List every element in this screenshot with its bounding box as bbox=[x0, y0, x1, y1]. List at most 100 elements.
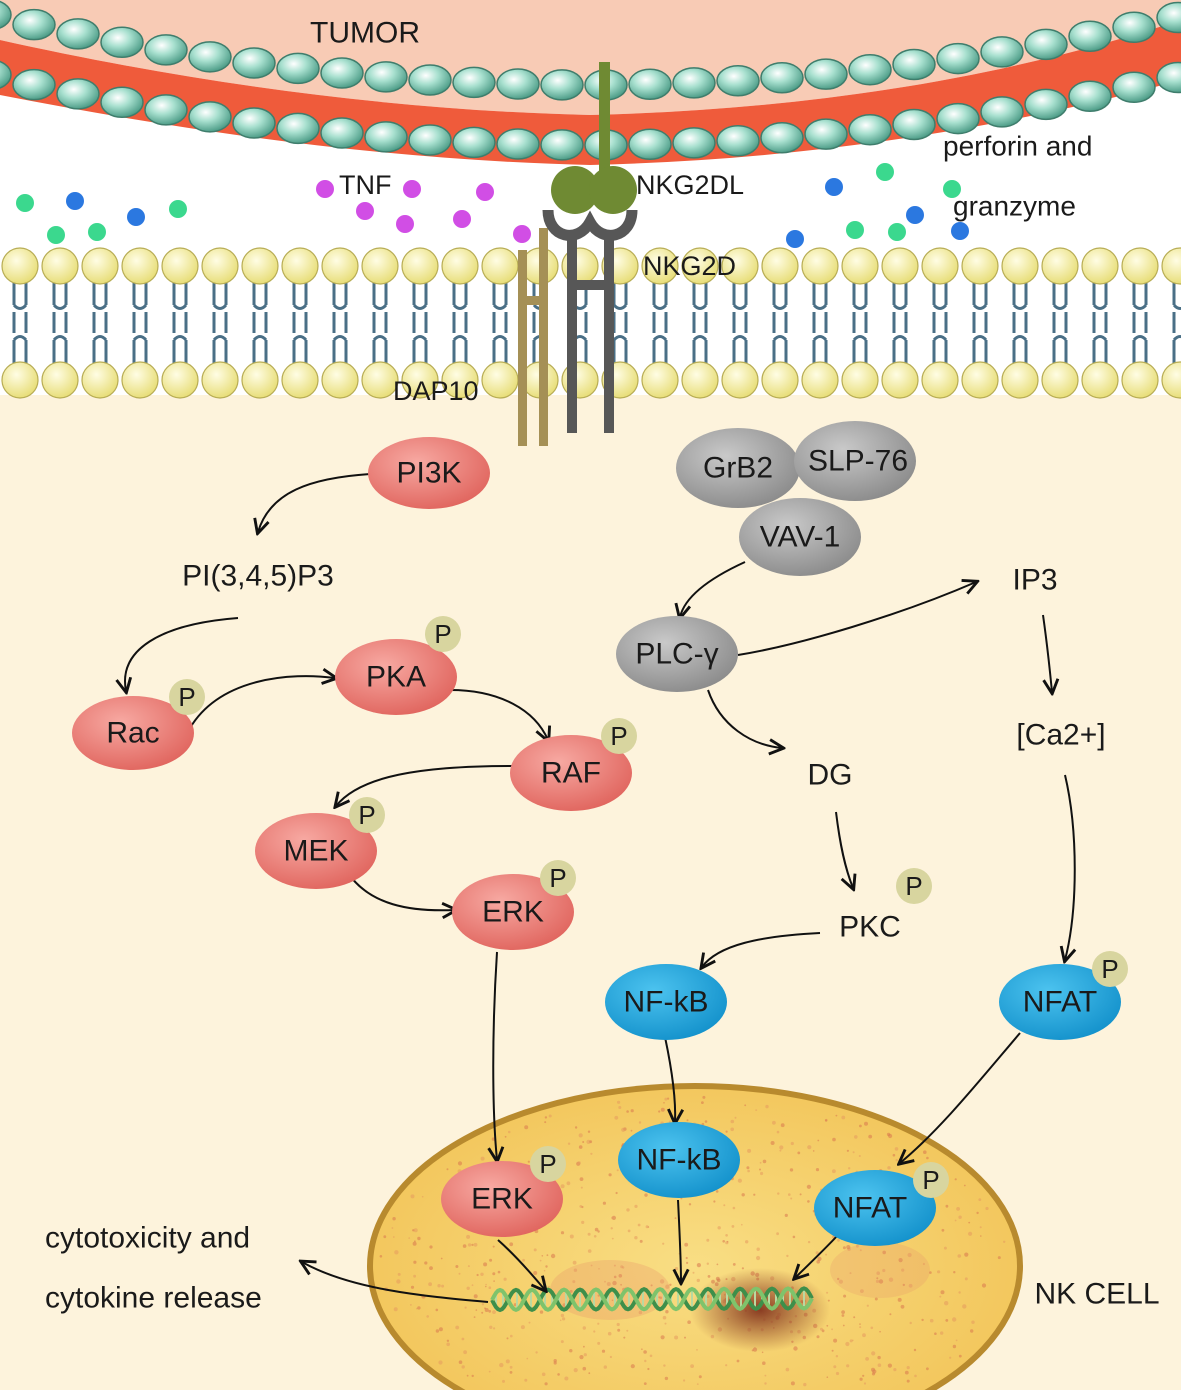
dap10-label: DAP10 bbox=[393, 376, 479, 406]
lipid-head bbox=[321, 247, 359, 285]
membrane-bead bbox=[56, 78, 100, 110]
membrane-bead bbox=[936, 102, 980, 135]
node-rac-label: Rac bbox=[106, 717, 159, 750]
perforin-label-line1: perforin and bbox=[943, 131, 1092, 162]
membrane-bead bbox=[628, 128, 672, 161]
node-grb2: GrB2 bbox=[676, 428, 800, 508]
membrane-bead bbox=[188, 41, 232, 73]
membrane-bead bbox=[1156, 61, 1181, 94]
node-vav1: VAV-1 bbox=[739, 498, 861, 576]
tnf-molecules bbox=[316, 180, 531, 243]
node-pi3k-label: PI3K bbox=[396, 457, 461, 490]
node-erk-nucleus-label: ERK bbox=[471, 1183, 533, 1216]
dap10-receptor bbox=[518, 228, 548, 446]
arrow-nfkb-nfkb-nucleus bbox=[664, 1036, 675, 1122]
node-nfat-label: NFAT bbox=[1023, 986, 1097, 1019]
membrane-bead bbox=[232, 107, 276, 139]
node-nfkb-label: NF-kB bbox=[624, 986, 709, 1019]
lipid-head bbox=[1121, 247, 1159, 285]
lipid-head bbox=[641, 361, 679, 399]
lipid-head bbox=[921, 247, 959, 285]
lipid-head bbox=[121, 247, 159, 285]
cytotoxicity-label-line2: cytokine release bbox=[45, 1282, 262, 1315]
tnf-dot bbox=[453, 210, 471, 228]
phospho-label: P bbox=[905, 871, 922, 901]
lipid-head bbox=[801, 361, 839, 399]
phospho-label: P bbox=[434, 619, 451, 649]
arrow-pi3k-pip3 bbox=[258, 473, 371, 532]
tnf-dot bbox=[403, 180, 421, 198]
arrow-ip3-ca2 bbox=[1042, 614, 1052, 692]
membrane-bead bbox=[364, 121, 408, 153]
granule-blue bbox=[786, 230, 804, 248]
nk-cell-label: NK CELL bbox=[1034, 1278, 1159, 1311]
phospho-badge bbox=[530, 1146, 566, 1182]
lipid-head bbox=[881, 361, 919, 399]
nkg2dl-ligand bbox=[551, 62, 637, 214]
node-plc-gamma: PLC-γ bbox=[616, 616, 738, 692]
node-slp76: SLP-76 bbox=[794, 421, 916, 501]
lipid-head bbox=[1081, 361, 1119, 399]
phospho-label: P bbox=[922, 1165, 939, 1195]
lipid-head bbox=[321, 361, 359, 399]
lipid-head bbox=[1001, 247, 1039, 285]
nkg2d-label: NKG2D bbox=[643, 251, 736, 281]
lipid-head bbox=[41, 361, 79, 399]
node-nfat-cytoplasm: NFAT P bbox=[999, 951, 1128, 1040]
membrane-bead bbox=[980, 96, 1024, 128]
phospho-badge bbox=[913, 1162, 949, 1198]
lipid-head bbox=[401, 247, 439, 285]
lipid-head bbox=[1, 247, 39, 285]
membrane-bead bbox=[1024, 88, 1068, 121]
nkg2dl-label: NKG2DL bbox=[636, 170, 744, 200]
dg-label: DG bbox=[808, 759, 853, 792]
granule-green bbox=[846, 221, 864, 239]
lipid-head bbox=[161, 247, 199, 285]
perforin-label-line2: granzyme bbox=[953, 191, 1076, 222]
membrane-bead bbox=[804, 118, 848, 150]
granule-green bbox=[88, 223, 106, 241]
arrow-vav1-plcg bbox=[680, 561, 746, 617]
tumor-label: TUMOR bbox=[310, 17, 420, 50]
phospho-badge bbox=[601, 718, 637, 754]
lipid-head bbox=[361, 361, 399, 399]
granule-green bbox=[169, 200, 187, 218]
tumor-membrane-beads bbox=[0, 0, 1181, 161]
lipid-head bbox=[1121, 361, 1159, 399]
membrane-bead bbox=[12, 8, 56, 41]
membrane-bead bbox=[848, 113, 892, 146]
node-nfkb-cytoplasm: NF-kB bbox=[605, 964, 727, 1040]
phospho-label: P bbox=[610, 721, 627, 751]
lipid-head bbox=[1161, 361, 1181, 399]
membrane-bead bbox=[276, 112, 320, 145]
lipid-head bbox=[921, 361, 959, 399]
membrane-bead bbox=[1156, 1, 1181, 34]
granule-blue bbox=[127, 208, 145, 226]
lipid-head bbox=[481, 247, 519, 285]
node-nfkb-nucleus-label: NF-kB bbox=[637, 1144, 722, 1177]
phospho-label: P bbox=[539, 1149, 556, 1179]
membrane-bead bbox=[716, 124, 760, 157]
phospho-badge bbox=[425, 616, 461, 652]
lipid-head bbox=[761, 247, 799, 285]
lipid-head bbox=[241, 247, 279, 285]
arrow-pka-raf bbox=[449, 689, 548, 740]
membrane-bead bbox=[100, 26, 144, 59]
node-slp76-label: SLP-76 bbox=[808, 445, 908, 478]
tnf-dot bbox=[356, 202, 374, 220]
arrow-mek-erk bbox=[347, 872, 455, 910]
lipid-head bbox=[81, 361, 119, 399]
pathway-arrows bbox=[125, 473, 1075, 1303]
cytotoxicity-label-line1: cytotoxicity and bbox=[45, 1222, 250, 1255]
membrane-bead bbox=[936, 42, 980, 75]
node-nfat-nucleus: NFAT P bbox=[814, 1162, 949, 1246]
granule-blue bbox=[951, 222, 969, 240]
lipid-head bbox=[721, 361, 759, 399]
membrane-bead bbox=[716, 64, 760, 97]
lipid-head bbox=[241, 361, 279, 399]
lipid-head bbox=[361, 247, 399, 285]
node-vav1-label: VAV-1 bbox=[760, 521, 841, 554]
tnf-dot bbox=[316, 180, 334, 198]
lipid-head bbox=[401, 361, 439, 399]
